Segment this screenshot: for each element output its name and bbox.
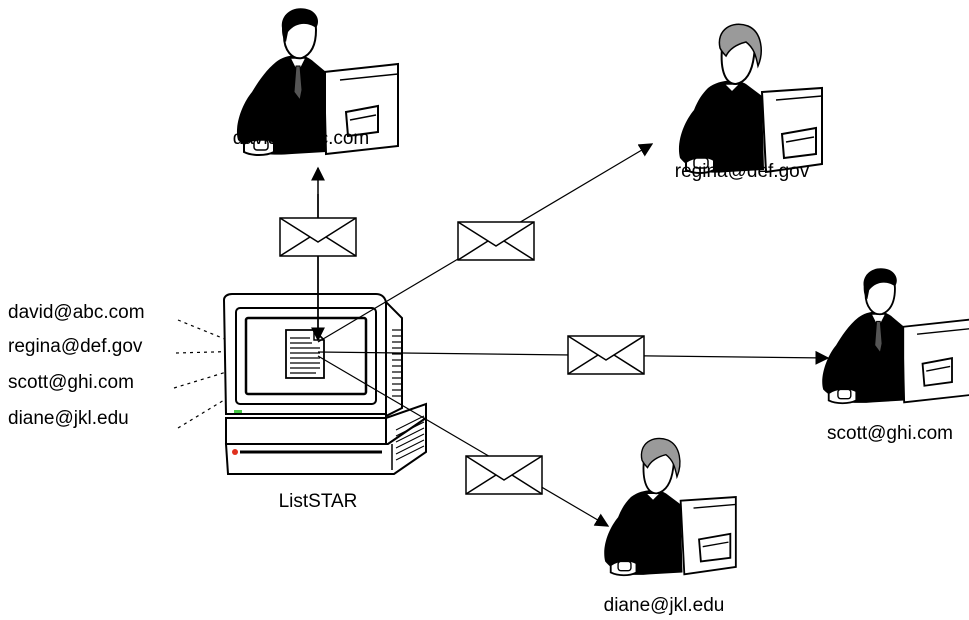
list-entry: david@abc.com [8, 302, 145, 323]
woman-at-computer-icon [677, 23, 823, 175]
envelope-icon [279, 217, 357, 257]
liststar-computer-icon [222, 293, 427, 475]
envelope-icon [457, 221, 535, 261]
list-entry: diane@jkl.edu [8, 408, 129, 429]
list-entry: regina@def.gov [8, 336, 143, 357]
envelope-icon [567, 335, 645, 375]
envelope-icon [465, 455, 543, 495]
list-entry: scott@ghi.com [8, 372, 134, 393]
recipient-label-scott: scott@ghi.com [827, 423, 953, 444]
server-label: ListSTAR [278, 491, 358, 512]
recipient-label-diane: diane@jkl.edu [603, 595, 725, 616]
recipient-label-regina: regina@def.gov [674, 161, 810, 182]
woman-at-computer-icon [603, 437, 737, 577]
man-at-computer-icon [821, 267, 969, 405]
recipient-label-david: david@abc.com [232, 128, 370, 149]
